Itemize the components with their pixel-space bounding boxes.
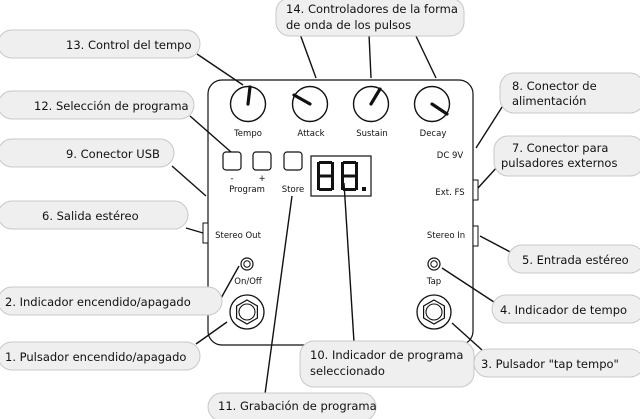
svg-text:pulsadores externos: pulsadores externos (501, 156, 617, 170)
leader-9 (171, 165, 207, 197)
attack-knob-label: Attack (297, 129, 324, 139)
tempo-knob[interactable] (229, 85, 267, 123)
svg-text:10. Indicador de programa: 10. Indicador de programa (310, 348, 463, 362)
svg-text:9. Conector USB: 9. Conector USB (66, 147, 160, 161)
leader-3 (451, 322, 483, 351)
callout-4: 4. Indicador de tempo (491, 294, 640, 324)
display-dot (362, 187, 366, 191)
ext-fs-jack (472, 179, 479, 201)
decay-knob-label: Decay (420, 129, 447, 139)
callout-2: 2. Indicador encendido/apagado (0, 286, 223, 316)
program-minus-button[interactable] (222, 151, 242, 171)
callout-8: 8. Conector de alimentación (499, 72, 640, 114)
tap-label: Tap (426, 277, 441, 287)
leader-14c (414, 33, 437, 79)
callout-5: 5. Entrada estéreo (507, 244, 640, 274)
callout-3: 3. Pulsador "tap tempo" (473, 348, 640, 378)
display-digit-1 (317, 161, 334, 191)
dc-label: DC 9V (437, 151, 464, 161)
callout-7: 7. Conector para pulsadores externos (493, 135, 640, 177)
callout-11: 11. Grabación de programa (207, 392, 377, 419)
stereo-in-jack (472, 225, 479, 247)
svg-text:seleccionado: seleccionado (310, 364, 385, 378)
svg-text:8. Conector de: 8. Conector de (512, 79, 597, 93)
callout-12: 12. Selección de programa (0, 90, 195, 120)
callout-10: 10. Indicador de programa seleccionado (299, 340, 475, 388)
tempo-led (427, 257, 441, 271)
power-led (240, 257, 254, 271)
sustain-knob[interactable] (352, 85, 390, 123)
svg-text:6. Salida estéreo: 6. Salida estéreo (42, 209, 139, 223)
tap-footswitch[interactable] (416, 294, 452, 330)
program-plus-button[interactable] (252, 151, 272, 171)
svg-text:11. Grabación de programa: 11. Grabación de programa (218, 399, 377, 413)
ext-fs-label: Ext. FS (435, 188, 464, 198)
svg-text:2. Indicador encendido/apagado: 2. Indicador encendido/apagado (5, 295, 191, 309)
svg-text:12. Selección de programa: 12. Selección de programa (34, 99, 189, 113)
svg-text:1. Pulsador encendido/apagado: 1. Pulsador encendido/apagado (5, 350, 186, 364)
leader-13 (196, 53, 244, 86)
leader-10 (343, 182, 355, 343)
leader-14b (368, 33, 372, 79)
on-off-label: On/Off (234, 277, 263, 287)
svg-text:14. Controladores de la forma: 14. Controladores de la forma (286, 2, 458, 16)
callout-9: 9. Conector USB (0, 138, 175, 168)
svg-text:de onda de los pulsos: de onda de los pulsos (286, 18, 411, 32)
stereo-out-jack (202, 222, 209, 244)
stereo-out-label: Stereo Out (215, 231, 261, 241)
callout-6: 6. Salida estéreo (0, 200, 189, 230)
svg-text:5. Entrada estéreo: 5. Entrada estéreo (522, 253, 629, 267)
store-label: Store (282, 185, 304, 195)
leader-1 (195, 321, 228, 345)
plus-label: + (258, 174, 265, 184)
leader-11 (264, 195, 293, 395)
program-label: Program (229, 185, 265, 195)
minus-label: - (230, 174, 233, 184)
callout-1: 1. Pulsador encendido/apagado (0, 341, 201, 371)
callout-13: 13. Control del tempo (0, 29, 201, 59)
svg-text:3. Pulsador "tap tempo": 3. Pulsador "tap tempo" (481, 357, 619, 371)
svg-text:13. Control del tempo: 13. Control del tempo (66, 38, 192, 52)
program-display (310, 155, 372, 197)
callout-14: 14. Controladores de la forma de onda de… (275, 0, 465, 37)
svg-text:4. Indicador de tempo: 4. Indicador de tempo (500, 303, 627, 317)
leader-8 (475, 103, 505, 149)
display-digit-2 (341, 161, 358, 191)
sustain-knob-label: Sustain (356, 129, 388, 139)
leader-4 (441, 267, 501, 307)
leader-6 (185, 227, 204, 234)
stereo-in-label: Stereo In (427, 231, 465, 241)
attack-knob[interactable] (291, 85, 329, 123)
leader-12 (189, 115, 232, 153)
leader-7 (477, 165, 499, 189)
tempo-knob-label: Tempo (233, 129, 262, 139)
decay-knob[interactable] (413, 85, 451, 123)
on-off-footswitch[interactable] (229, 294, 265, 330)
leader-2 (219, 265, 240, 301)
svg-text:alimentación: alimentación (512, 94, 586, 108)
svg-text:7. Conector para: 7. Conector para (512, 141, 608, 155)
leader-14a (299, 33, 317, 79)
store-button[interactable] (283, 151, 303, 171)
leader-5 (479, 235, 515, 255)
